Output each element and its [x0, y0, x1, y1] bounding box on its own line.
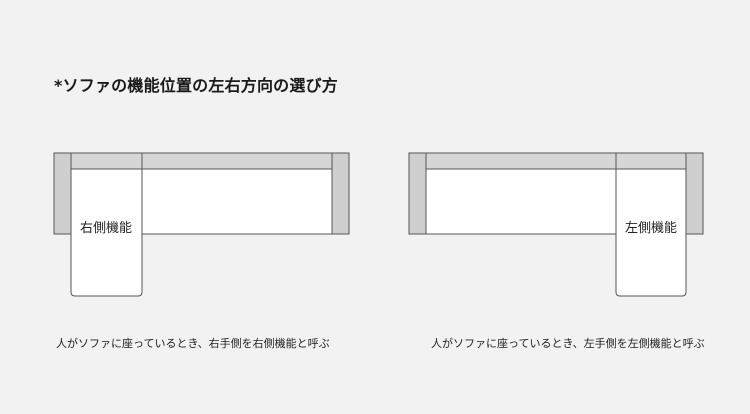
- page-title: *ソファの機能位置の左右方向の選び方: [54, 76, 338, 95]
- sofa-backrest-right: [141, 152, 333, 170]
- sofa-left-function: 左側機能: [408, 152, 704, 297]
- sofa-left-arm: [408, 152, 427, 235]
- sofa-chaise-module: [70, 168, 143, 297]
- chaise-label: 右側機能: [80, 221, 132, 236]
- sofa-backrest-left: [425, 152, 617, 170]
- sofa-right-arm: [685, 152, 704, 235]
- sofa-main-seat: [425, 168, 617, 235]
- sofa-backrest-left: [70, 152, 143, 170]
- sofa-chaise-module: [615, 168, 687, 297]
- sofa-left-arm: [53, 152, 72, 235]
- sofa-backrest-right: [615, 152, 687, 170]
- sofa-right-arm: [331, 152, 350, 235]
- chaise-label: 左側機能: [625, 221, 677, 236]
- sofa-main-seat: [141, 168, 333, 235]
- caption-left-function: 人がソファに座っているとき、左手側を左側機能と呼ぶ: [431, 337, 705, 350]
- sofa-right-function: 右側機能: [53, 152, 350, 297]
- caption-right-function: 人がソファに座っているとき、右手側を右側機能と呼ぶ: [56, 337, 330, 350]
